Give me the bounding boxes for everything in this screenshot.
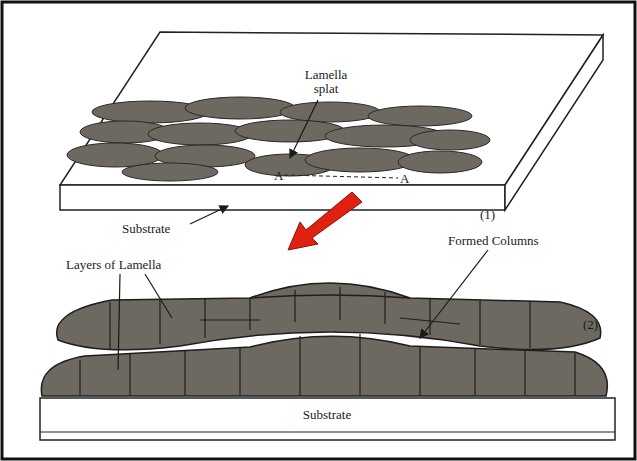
section-mark: A [400,172,409,186]
section-mark: A [274,169,283,183]
callout-number: (2) [583,318,598,332]
part-label: Substrate [303,408,351,422]
part-label: Substrate [122,222,170,236]
part-label: Lamella splat [300,68,352,97]
callout-number: (1) [480,208,495,222]
part-label: Formed Columns [446,234,541,248]
part-label: Layers of Lamella [64,258,163,272]
